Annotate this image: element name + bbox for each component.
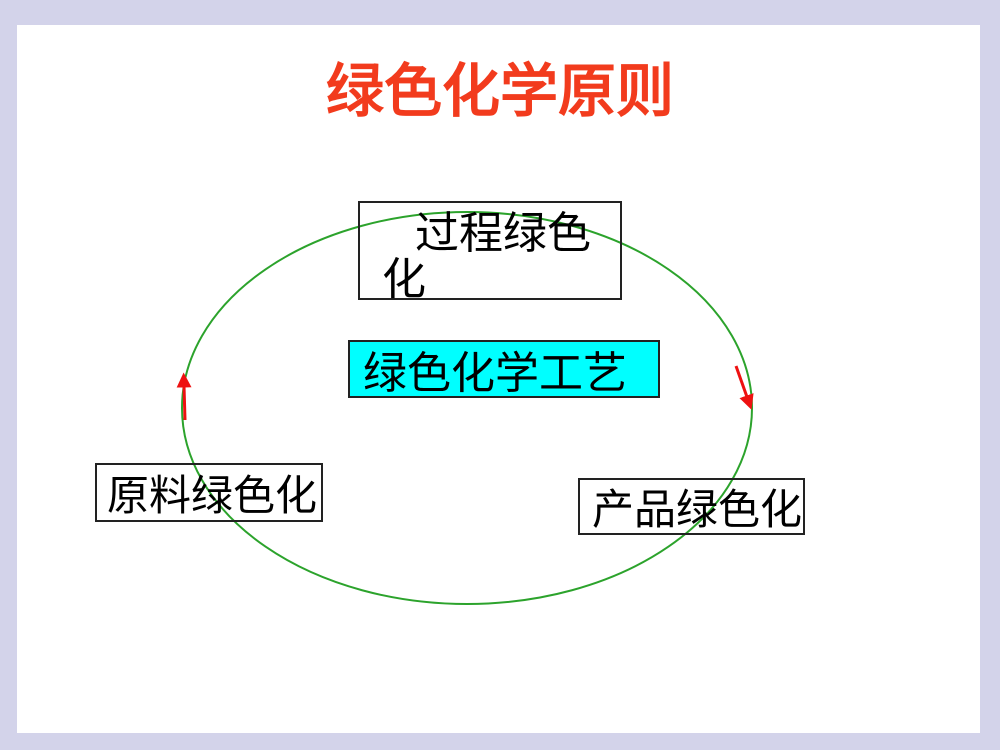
right-down-arrow-icon (734, 365, 754, 410)
node-process-greening-line2: 化 (382, 255, 426, 304)
node-green-chemical-technology: 绿色化学工艺 (348, 340, 660, 398)
slide-title: 绿色化学原则 (325, 59, 674, 124)
node-process-greening-line1: 过程绿色 (415, 209, 591, 258)
node-process-greening: 过程绿色 化 (358, 201, 622, 304)
node-product-greening: 产品绿色化 (578, 478, 805, 535)
node-material-greening: 原料绿色化 (95, 463, 323, 522)
left-up-arrow-icon (176, 372, 192, 421)
